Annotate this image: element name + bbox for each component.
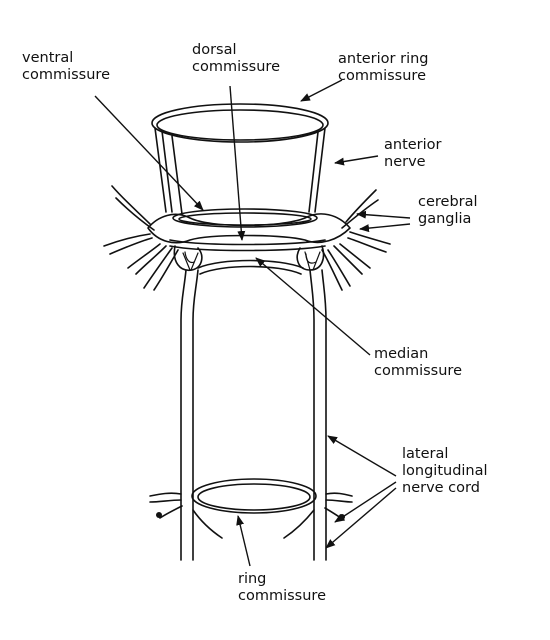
label-ring-commissure: ring commissure	[238, 571, 326, 604]
cerebral-ganglia-body	[147, 213, 351, 271]
anterior-ring-commissure	[151, 103, 329, 143]
ring-commissure-loop	[191, 478, 317, 514]
ventral-commissure-ring	[172, 208, 318, 228]
median-commissure-arch	[197, 259, 304, 275]
label-anterior-ring-commissure: anterior ring commissure	[338, 51, 429, 84]
label-dorsal-commissure: dorsal commissure	[192, 42, 280, 75]
left-peripheral-nerves	[103, 185, 179, 291]
pointer-lines	[94, 79, 411, 567]
label-lateral-longitudinal-nerve-cord: lateral longitudinal nerve cord	[402, 446, 488, 496]
ring-side-branches	[149, 492, 353, 539]
label-cerebral-ganglia: cerebral ganglia	[418, 194, 478, 227]
label-ventral-commissure: ventral commissure	[22, 50, 110, 83]
lateral-longitudinal-nerve-cords	[180, 269, 327, 561]
label-anterior-nerve: anterior nerve	[384, 137, 442, 170]
anterior-nerves	[154, 127, 326, 215]
label-median-commissure: median commissure	[374, 346, 462, 379]
